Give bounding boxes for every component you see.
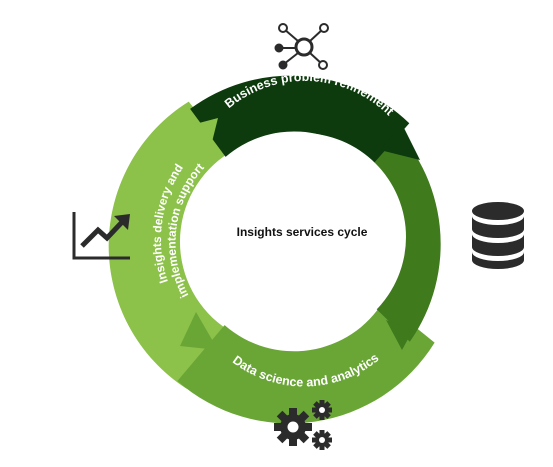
arrow-top-right — [380, 124, 420, 160]
arrow-right-bottom — [386, 320, 413, 350]
gears-icon — [274, 400, 332, 450]
segment-business-problem — [190, 75, 410, 166]
network-hub-icon — [274, 23, 329, 70]
segment-data-insights-delivery — [108, 101, 230, 389]
center-title: Insights services cycle — [237, 225, 368, 239]
database-icon — [472, 202, 524, 269]
trend-chart-icon — [72, 212, 130, 260]
arrow-left-top — [180, 118, 218, 150]
segment-data-science — [177, 301, 435, 424]
arrow-bottom-left — [180, 312, 218, 350]
